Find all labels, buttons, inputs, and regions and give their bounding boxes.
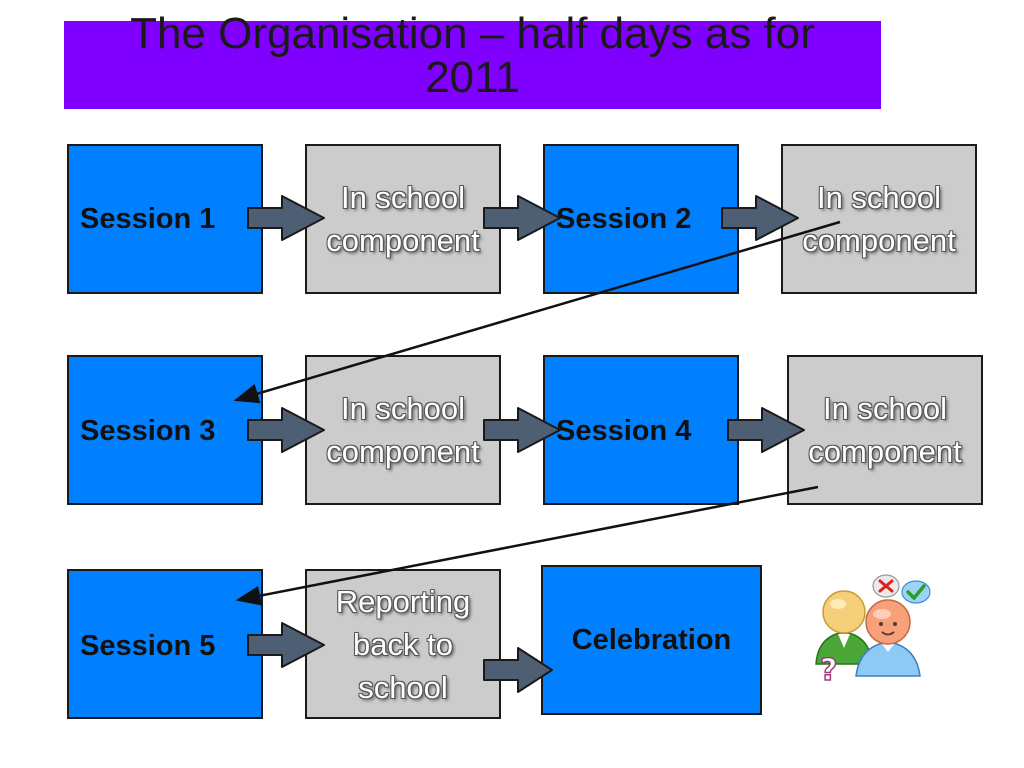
celebration-label: Celebration <box>571 624 732 656</box>
people-discussion-icon: ? <box>812 572 936 692</box>
in-school-component-1-box: In school component <box>305 144 501 294</box>
title-line-2: 2011 <box>425 53 520 102</box>
reporting-back-box: Reporting back to school <box>305 569 501 719</box>
in-school-component-4-label: In school component <box>808 391 962 469</box>
reporting-back-label: Reporting back to school <box>335 583 471 705</box>
session-5-box <box>67 569 263 719</box>
session-5-label: Session 5 <box>80 630 216 662</box>
session-2-label: Session 2 <box>556 203 692 235</box>
in-school-component-3-box: In school component <box>305 355 501 505</box>
in-school-component-2-box: In school component <box>781 144 977 294</box>
session-4-label: Session 4 <box>556 415 692 447</box>
in-school-component-4-box: In school component <box>787 355 983 505</box>
session-1-label: Session 1 <box>80 203 216 235</box>
in-school-component-1-label: In school component <box>326 180 480 258</box>
session-3-box <box>67 355 263 505</box>
session-3-label: Session 3 <box>80 415 216 447</box>
in-school-component-2-label: In school component <box>802 180 956 258</box>
in-school-component-3-label: In school component <box>326 391 480 469</box>
svg-text:?: ? <box>820 653 837 688</box>
session-1-box <box>67 144 263 294</box>
title-bar <box>64 21 881 109</box>
title-line-1: The Organisation – half days as for <box>130 9 815 58</box>
page-title: The Organisation – half days as for 2011 <box>64 12 881 100</box>
celebration-box: Celebration <box>541 565 762 715</box>
